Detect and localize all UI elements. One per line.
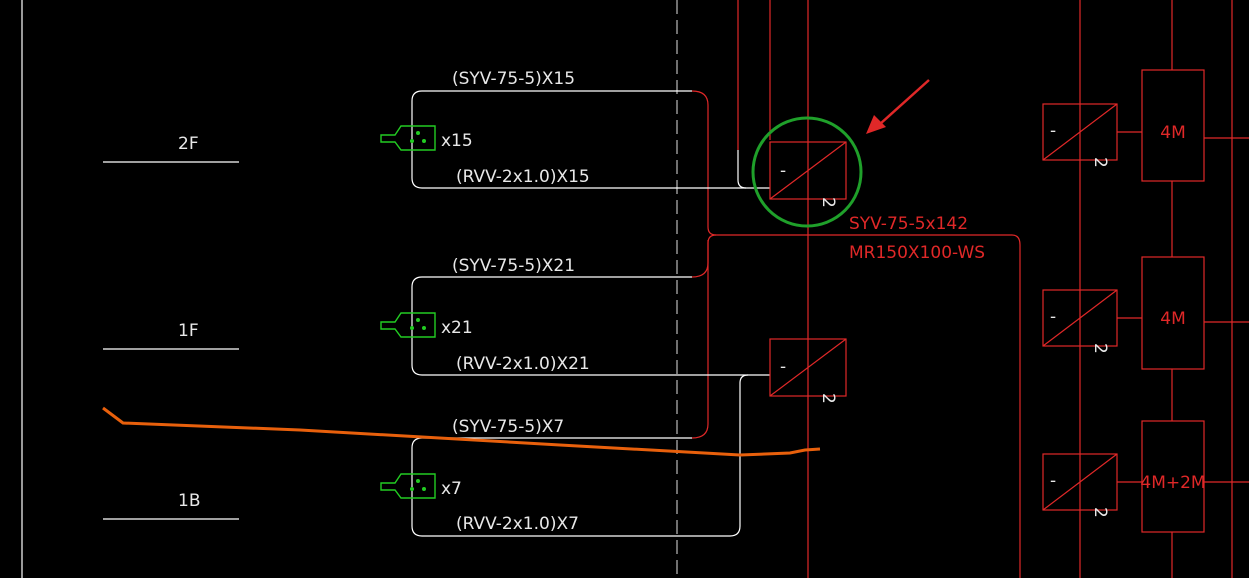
converter-box-2f[interactable]: - 2: [769, 141, 847, 208]
svg-text:2: 2: [1090, 157, 1110, 168]
svg-text:-: -: [1050, 471, 1056, 491]
svg-text:-: -: [780, 161, 786, 181]
cable-loop-1b: [411, 374, 749, 537]
svg-text:2: 2: [1090, 507, 1110, 518]
trunk-tray-label: MR150X100-WS: [849, 243, 985, 263]
svg-text:2: 2: [818, 197, 838, 208]
svg-text:4M: 4M: [1160, 123, 1185, 143]
floor-label-2f: 2F: [178, 134, 199, 154]
svg-text:2: 2: [818, 393, 838, 404]
floor-label-1b: 1B: [178, 491, 200, 511]
camera-icon: [380, 473, 436, 499]
recorder-unit-3[interactable]: 4M+2M: [1140, 420, 1206, 533]
camera-icon: [380, 312, 436, 338]
recorder-unit-1[interactable]: 4M: [1141, 69, 1205, 182]
annotation-curve: [102, 406, 821, 457]
power-cable-label-1f: (RVV-2x1.0)X21: [456, 354, 590, 374]
svg-text:-: -: [1050, 121, 1056, 141]
floor-label-1f: 1F: [178, 321, 199, 341]
highlight-circle: [751, 116, 863, 228]
video-cable-label-2f: (SYV-75-5)X15: [452, 69, 575, 89]
camera-count-1b: x7: [441, 479, 462, 499]
converter-box-1f[interactable]: - 2: [769, 338, 847, 404]
svg-text:4M: 4M: [1160, 309, 1185, 329]
arrow-icon: [866, 79, 930, 134]
camera-count-1f: x21: [441, 318, 473, 338]
video-cable-label-1b: (SYV-75-5)X7: [452, 417, 564, 437]
svg-text:-: -: [1050, 307, 1056, 327]
cable-join-2f: [737, 150, 747, 189]
camera-count-2f: x15: [441, 131, 473, 151]
power-cable-label-2f: (RVV-2x1.0)X15: [456, 167, 590, 187]
svg-text:-: -: [780, 357, 786, 377]
power-cable-label-1b: (RVV-2x1.0)X7: [456, 514, 579, 534]
trunk-branch-1f: [691, 234, 717, 278]
camera-icon: [380, 125, 436, 151]
svg-text:4M+2M: 4M+2M: [1140, 473, 1205, 493]
recorder-unit-2[interactable]: 4M: [1141, 256, 1205, 370]
video-cable-label-1f: (SYV-75-5)X21: [452, 256, 575, 276]
trunk-branch-1b: [691, 240, 709, 439]
trunk-cable-path: [691, 90, 1021, 578]
svg-text:2: 2: [1090, 343, 1110, 354]
trunk-cable-label: SYV-75-5x142: [849, 214, 968, 234]
